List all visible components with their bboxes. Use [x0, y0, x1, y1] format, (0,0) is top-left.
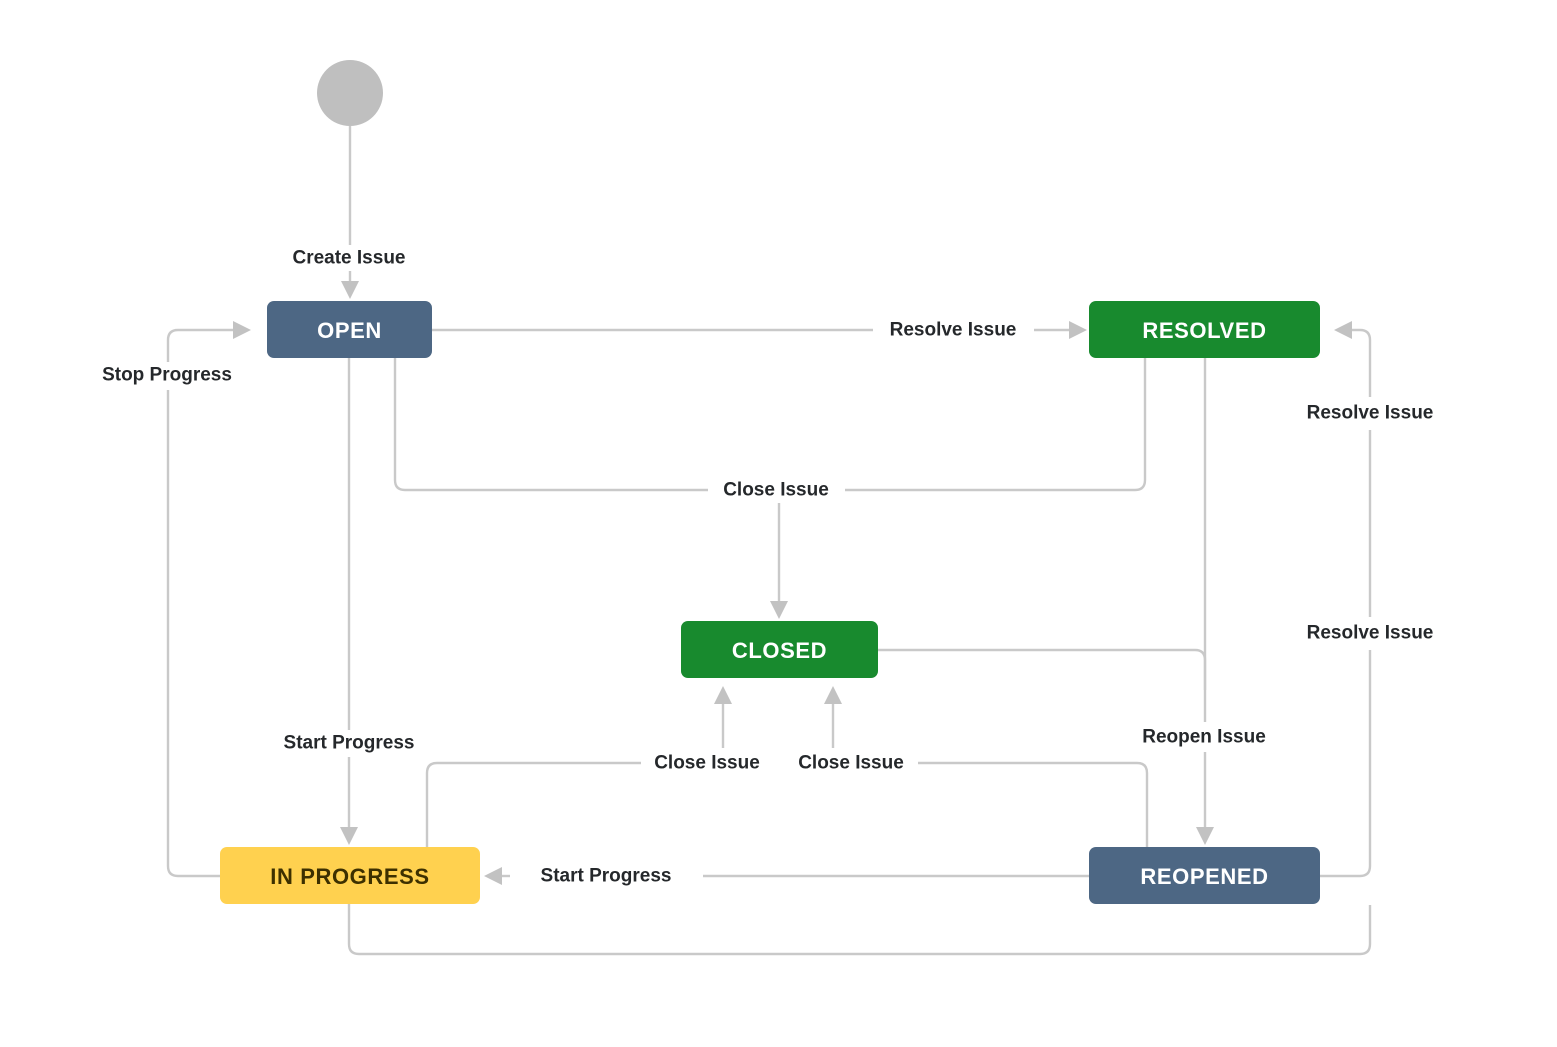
- arrow-head-down-icon: [341, 281, 359, 299]
- arrow-head-down-icon: [770, 601, 788, 619]
- edge-label-create-issue: Create Issue: [292, 248, 405, 269]
- edge-inprogress-to-open[interactable]: [166, 321, 251, 878]
- arrow-head-down-icon: [340, 827, 358, 845]
- edge-reopened-to-inprogress[interactable]: [484, 867, 1089, 885]
- arrow-head-up-icon: [824, 686, 842, 704]
- arrow-head-left-icon: [1334, 321, 1352, 339]
- edge-label-resolve-issue-reopened: Resolve Issue: [1307, 403, 1434, 424]
- edge-open-to-closed[interactable]: [393, 358, 712, 492]
- node-reopened[interactable]: REOPENED: [1089, 847, 1320, 904]
- edge-label-resolve-issue-inprogress: Resolve Issue: [1307, 623, 1434, 644]
- edge-label-open-to-resolved: Resolve Issue: [890, 320, 1017, 341]
- edge-close-issue-trunk: [770, 502, 788, 619]
- arrow-head-up-icon: [714, 686, 732, 704]
- arrow-head-left-icon: [484, 867, 502, 885]
- edge-label-start-progress-reopened: Start Progress: [541, 866, 672, 887]
- start-node-circle[interactable]: [317, 60, 383, 126]
- edge-label-layer: Create Issue Resolve Issue Close Issue S…: [86, 245, 1450, 889]
- edge-label-start-progress-open: Start Progress: [284, 733, 415, 754]
- label-bg: [708, 477, 845, 503]
- edge-label-close-issue-trunk: Close Issue: [723, 480, 829, 501]
- arrow-head-down-icon: [1196, 827, 1214, 845]
- label-bg: [277, 245, 422, 271]
- node-open[interactable]: OPEN: [267, 301, 432, 358]
- edge-reopened-to-resolved[interactable]: [1320, 321, 1372, 878]
- edge-label-reopen-issue: Reopen Issue: [1142, 727, 1266, 748]
- edge-inprogress-to-resolved[interactable]: [347, 904, 1372, 956]
- edge-create-issue[interactable]: [341, 126, 359, 299]
- node-resolved[interactable]: RESOLVED: [1089, 301, 1320, 358]
- label-bg: [1289, 400, 1450, 426]
- node-closed[interactable]: CLOSED: [681, 621, 878, 678]
- label-bg: [1289, 620, 1450, 646]
- arrow-head-right-icon: [1069, 321, 1087, 339]
- edge-resolved-to-closed[interactable]: [841, 358, 1147, 492]
- edge-label-close-issue-reopened: Close Issue: [798, 753, 904, 774]
- label-bg: [1122, 724, 1287, 750]
- label-bg: [521, 863, 690, 889]
- label-bg: [265, 730, 434, 756]
- edge-label-stop-progress: Stop Progress: [102, 365, 232, 386]
- label-bg: [86, 362, 249, 388]
- arrow-head-right-icon: [233, 321, 251, 339]
- edge-closed-to-reopened-join[interactable]: [878, 648, 1207, 690]
- edge-open-to-inprogress[interactable]: [340, 358, 358, 845]
- label-bg: [785, 750, 918, 776]
- edge-layer: [166, 126, 1372, 956]
- edge-resolved-to-reopened[interactable]: [1196, 358, 1214, 845]
- edge-label-close-issue-inprogress: Close Issue: [654, 753, 760, 774]
- node-in-progress[interactable]: IN PROGRESS: [220, 847, 480, 904]
- edge-inprogress-to-closed[interactable]: [425, 686, 732, 847]
- label-bg: [641, 750, 774, 776]
- label-bg: [873, 317, 1034, 343]
